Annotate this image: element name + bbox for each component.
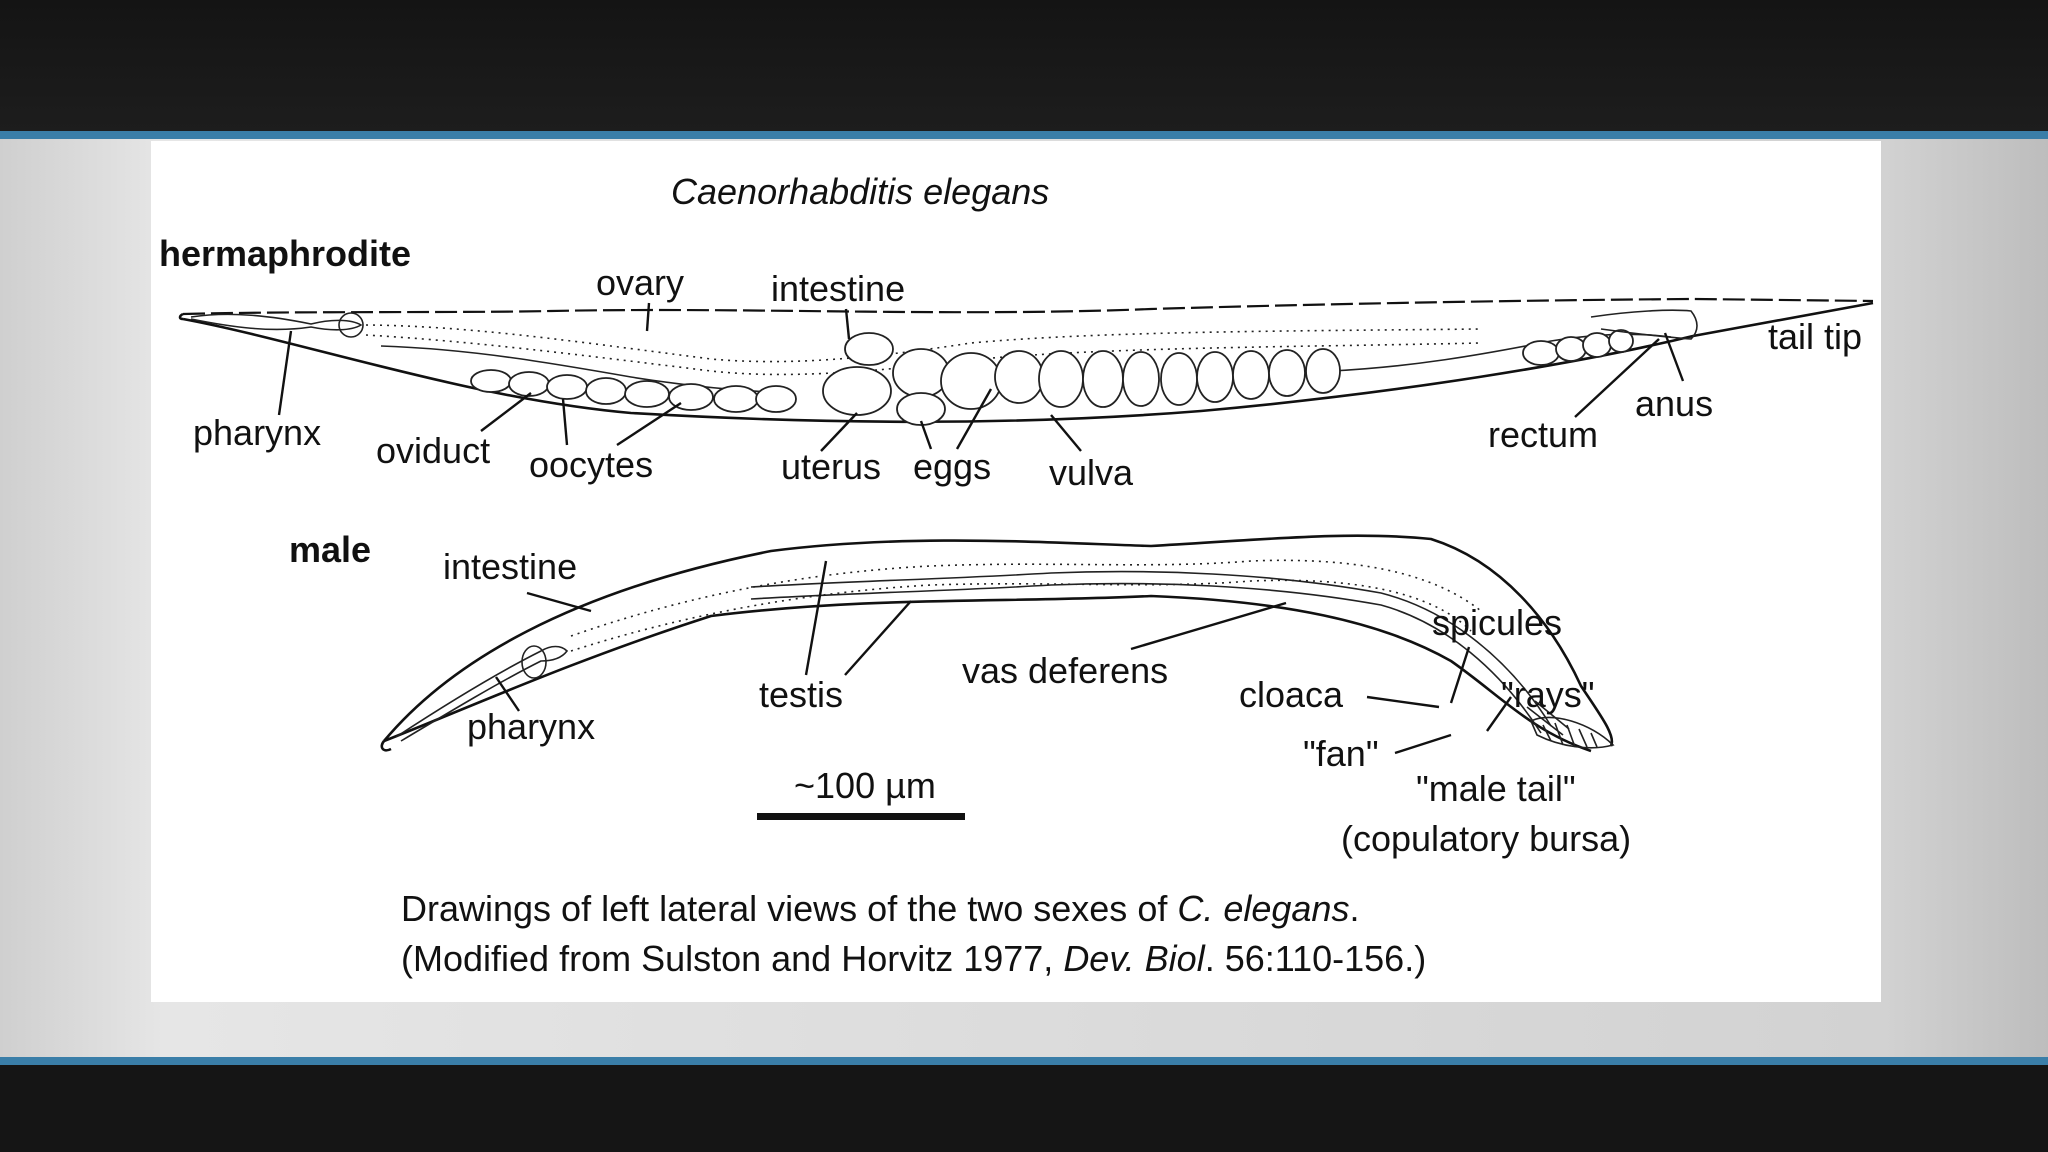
herm-label-intestine: intestine	[771, 268, 905, 309]
bottom-accent-rule	[0, 1057, 2048, 1065]
video-top-bar	[0, 0, 2048, 131]
herm-posterior-oocytes	[1522, 329, 1634, 366]
male-label-vas-deferens: vas deferens	[962, 650, 1168, 691]
male-spicules	[1526, 700, 1570, 736]
slide: Caenorhabditis elegans hermaphrodite	[151, 141, 1881, 1002]
male-tail-rays	[1542, 722, 1598, 748]
male-leader-fan	[1394, 733, 1452, 755]
herm-leader-vulva	[1050, 414, 1082, 452]
herm-leader-uterus	[820, 412, 858, 452]
male-leader-rays	[1486, 696, 1512, 732]
herm-leader-oocytes-a	[561, 398, 569, 446]
hermaphrodite-worm	[178, 297, 1874, 426]
hermaphrodite-heading: hermaphrodite	[159, 233, 411, 274]
male-intestine-upper	[570, 559, 1482, 637]
herm-leader-pharynx	[277, 330, 293, 416]
male-pharynx-bulb	[521, 645, 547, 679]
male-intestine-lower	[570, 579, 1472, 652]
male-label-fan: "fan"	[1303, 733, 1379, 774]
male-body-ventral	[383, 594, 1592, 753]
worm-diagram: Caenorhabditis elegans hermaphrodite	[159, 171, 1874, 979]
male-tail-fan	[1529, 716, 1615, 749]
herm-rectum-shape	[1590, 309, 1698, 340]
herm-label-rectum: rectum	[1488, 414, 1598, 455]
video-bottom-bar	[0, 1065, 2048, 1152]
herm-leader-anus	[1663, 332, 1685, 382]
male-leader-testis-a	[804, 560, 828, 676]
herm-leader-ovary	[645, 302, 651, 332]
herm-intestine-lower	[365, 334, 1482, 376]
male-label-testis: testis	[759, 674, 843, 715]
male-label-rays: "rays"	[1501, 674, 1595, 715]
herm-head-tip	[178, 312, 184, 321]
herm-label-oocytes: oocytes	[529, 444, 653, 485]
male-label-intestine: intestine	[443, 546, 577, 587]
top-accent-rule	[0, 131, 2048, 139]
scale-bar	[757, 813, 965, 820]
male-label-cloaca: cloaca	[1239, 674, 1344, 715]
herm-label-pharynx: pharynx	[193, 412, 321, 453]
caption-line-2: (Modified from Sulston and Horvitz 1977,…	[401, 938, 1426, 979]
herm-leader-oocytes-b	[616, 401, 682, 447]
male-leader-testis-b	[844, 600, 912, 676]
herm-body-dorsal	[182, 297, 1874, 316]
herm-leader-intestine	[844, 308, 851, 340]
herm-label-uterus: uterus	[781, 446, 881, 487]
male-leader-pharynx	[495, 676, 520, 712]
herm-label-vulva: vulva	[1049, 452, 1134, 493]
herm-eggs	[822, 332, 1341, 426]
male-vas-deferens-tube-lower	[750, 582, 1542, 734]
male-pharynx-shape	[395, 645, 569, 742]
herm-leader-rectum	[1574, 338, 1660, 418]
herm-label-anus: anus	[1635, 383, 1713, 424]
herm-leader-eggs-b	[955, 388, 993, 450]
herm-pharynx-bulb	[338, 312, 364, 338]
herm-pharynx-shape	[190, 313, 363, 331]
male-leader-cloaca	[1366, 695, 1440, 709]
herm-label-oviduct: oviduct	[376, 430, 490, 471]
scale-bar-label: ~100 µm	[794, 765, 936, 806]
herm-label-eggs: eggs	[913, 446, 991, 487]
male-label-copulatory-bursa: (copulatory bursa)	[1341, 818, 1631, 859]
herm-label-ovary: ovary	[596, 262, 684, 303]
herm-leader-eggs-a	[919, 420, 933, 450]
male-vas-deferens-tube	[750, 570, 1552, 727]
herm-label-tail-tip: tail tip	[1768, 316, 1862, 357]
male-body-dorsal	[383, 534, 1614, 747]
male-worm	[380, 534, 1615, 753]
male-leader-intestine	[526, 591, 592, 613]
herm-leader-oviduct	[480, 392, 532, 432]
male-head-tip	[380, 740, 392, 752]
male-label-pharynx: pharynx	[467, 706, 595, 747]
male-label-spicules: spicules	[1432, 602, 1562, 643]
diagram-title: Caenorhabditis elegans	[671, 171, 1049, 212]
male-leader-spicules	[1449, 646, 1471, 704]
herm-oocytes	[470, 369, 797, 413]
male-heading: male	[289, 529, 371, 570]
caption-line-1: Drawings of left lateral views of the tw…	[401, 888, 1359, 929]
male-leader-vas-deferens	[1130, 601, 1287, 651]
male-label-male-tail: "male tail"	[1416, 768, 1576, 809]
